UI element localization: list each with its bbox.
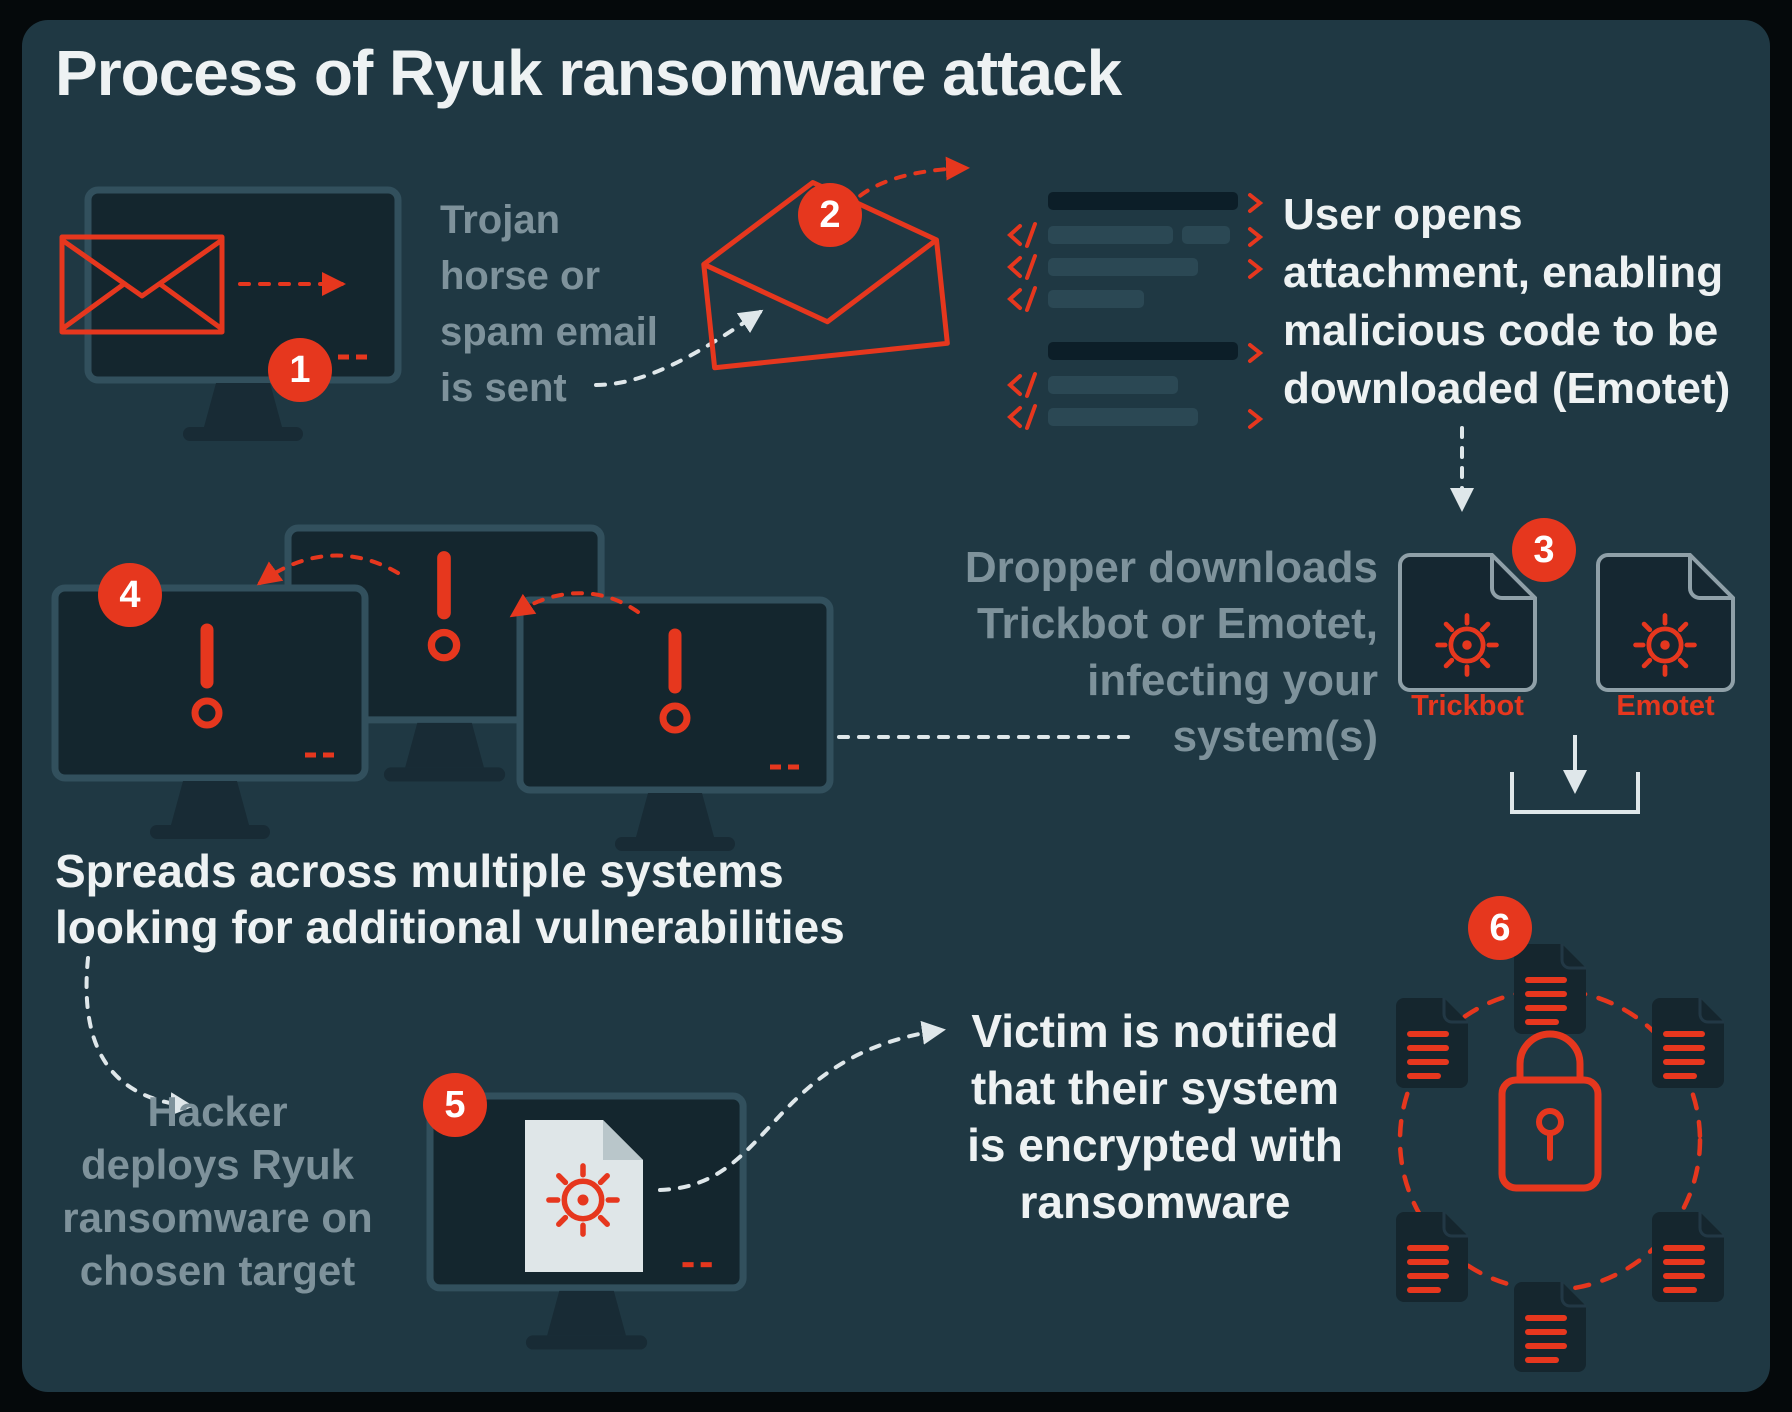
document-icon-left-top bbox=[1396, 998, 1468, 1088]
step-badge-1: 1 bbox=[268, 338, 332, 402]
arrow-attachment-open bbox=[836, 156, 970, 230]
step-badge-5: 5 bbox=[423, 1073, 487, 1137]
file-icon-trickbot bbox=[1398, 553, 1537, 692]
step4-caption: Spreads across multiple systems looking … bbox=[55, 845, 845, 954]
trickbot-file-label: Trickbot bbox=[1411, 690, 1524, 722]
ransomware-file-icon bbox=[525, 1120, 643, 1272]
emotet-file-label: Emotet bbox=[1616, 690, 1715, 722]
step1-caption: Trojan horse or spam email is sent bbox=[440, 198, 658, 410]
document-icon-top bbox=[1514, 944, 1586, 1034]
arrow-sent-to-envelope bbox=[594, 309, 764, 387]
code-icon bbox=[1008, 192, 1262, 430]
step-badge-3: 3 bbox=[1512, 518, 1576, 582]
step-badge-2: 2 bbox=[798, 183, 862, 247]
step-badge-4: 4 bbox=[98, 563, 162, 627]
page-title: Process of Ryuk ransomware attack bbox=[55, 37, 1122, 109]
step2-caption: User opens attachment, enabling maliciou… bbox=[1283, 190, 1731, 414]
step6-caption: Victim is notified that their system is … bbox=[967, 1005, 1343, 1229]
monitor-icon-step1 bbox=[88, 190, 398, 441]
open-envelope-icon bbox=[701, 179, 950, 371]
step3-caption: Dropper downloads Trickbot or Emotet, in… bbox=[964, 543, 1378, 761]
document-icon-right-bottom bbox=[1652, 1212, 1724, 1302]
document-icon-left-bottom bbox=[1396, 1212, 1468, 1302]
document-icon-bottom bbox=[1514, 1282, 1586, 1372]
arrow-to-notification bbox=[658, 1020, 946, 1192]
arrow-spread-left bbox=[256, 553, 400, 586]
envelope-icon bbox=[59, 234, 225, 335]
arrow-to-hacker bbox=[84, 956, 194, 1117]
arrow-spread-center bbox=[509, 591, 640, 618]
step5-caption: Hacker deploys Ryuk ransomware on chosen… bbox=[62, 1088, 373, 1294]
file-icon-emotet bbox=[1596, 553, 1735, 692]
document-icon-right-top bbox=[1652, 998, 1724, 1088]
bracket-icon bbox=[1510, 772, 1640, 814]
lock-icon bbox=[1498, 1030, 1602, 1192]
step-badge-6: 6 bbox=[1468, 896, 1532, 960]
